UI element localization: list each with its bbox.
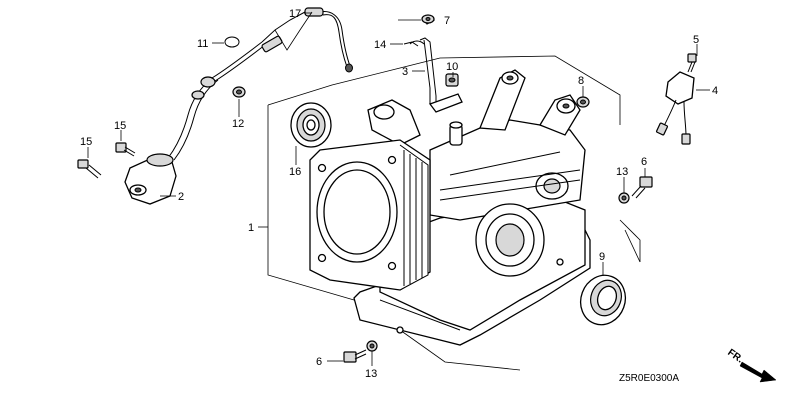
oil-gauge-assembly	[403, 14, 463, 113]
callout-13-right: 13	[616, 166, 628, 178]
o-ring-11	[224, 36, 240, 48]
bolt-6-bottom	[343, 349, 367, 363]
cylinder-barrel	[309, 69, 591, 346]
bolt-6-right	[631, 176, 653, 199]
washer-13-bottom	[366, 340, 378, 352]
callout-9: 9	[599, 251, 605, 263]
callout-6-bottom: 6	[316, 356, 322, 368]
front-direction-indicator: FR.	[725, 347, 777, 383]
callout-15-right: 15	[114, 120, 126, 132]
bolt-15-a	[77, 159, 102, 179]
callout-7: 7	[444, 15, 450, 27]
ignition-coil	[124, 153, 177, 205]
grommet-12	[232, 86, 246, 98]
callout-12: 12	[232, 118, 244, 130]
oil-seal-9	[579, 274, 627, 326]
callout-16: 16	[289, 166, 301, 178]
bearing-16	[290, 102, 332, 148]
callout-6-right: 6	[641, 156, 647, 168]
callout-17: 17	[289, 8, 301, 20]
drawing-code: Z5R0E0300A	[619, 373, 679, 384]
callout-10: 10	[446, 61, 458, 73]
callout-4: 4	[712, 85, 718, 97]
callout-15-left: 15	[80, 136, 92, 148]
bolt-15-b	[115, 142, 136, 157]
ignition-wire	[167, 7, 353, 161]
callout-labels: 17 11 7 14 10 3 5 4 8 12 15 15 16 2 1 13…	[80, 8, 718, 380]
callout-5: 5	[693, 34, 699, 46]
callout-1: 1	[248, 222, 254, 234]
callout-11: 11	[197, 38, 208, 50]
callout-8: 8	[578, 75, 584, 87]
front-arrow-icon	[739, 361, 777, 383]
leader-lines	[87, 11, 710, 366]
callout-3: 3	[402, 66, 408, 78]
oil-level-switch	[655, 53, 697, 145]
washer-13-right	[618, 192, 630, 204]
seal-8	[576, 96, 590, 108]
callout-2: 2	[178, 191, 184, 203]
callout-14: 14	[374, 39, 386, 51]
callout-13-bottom: 13	[365, 368, 377, 380]
